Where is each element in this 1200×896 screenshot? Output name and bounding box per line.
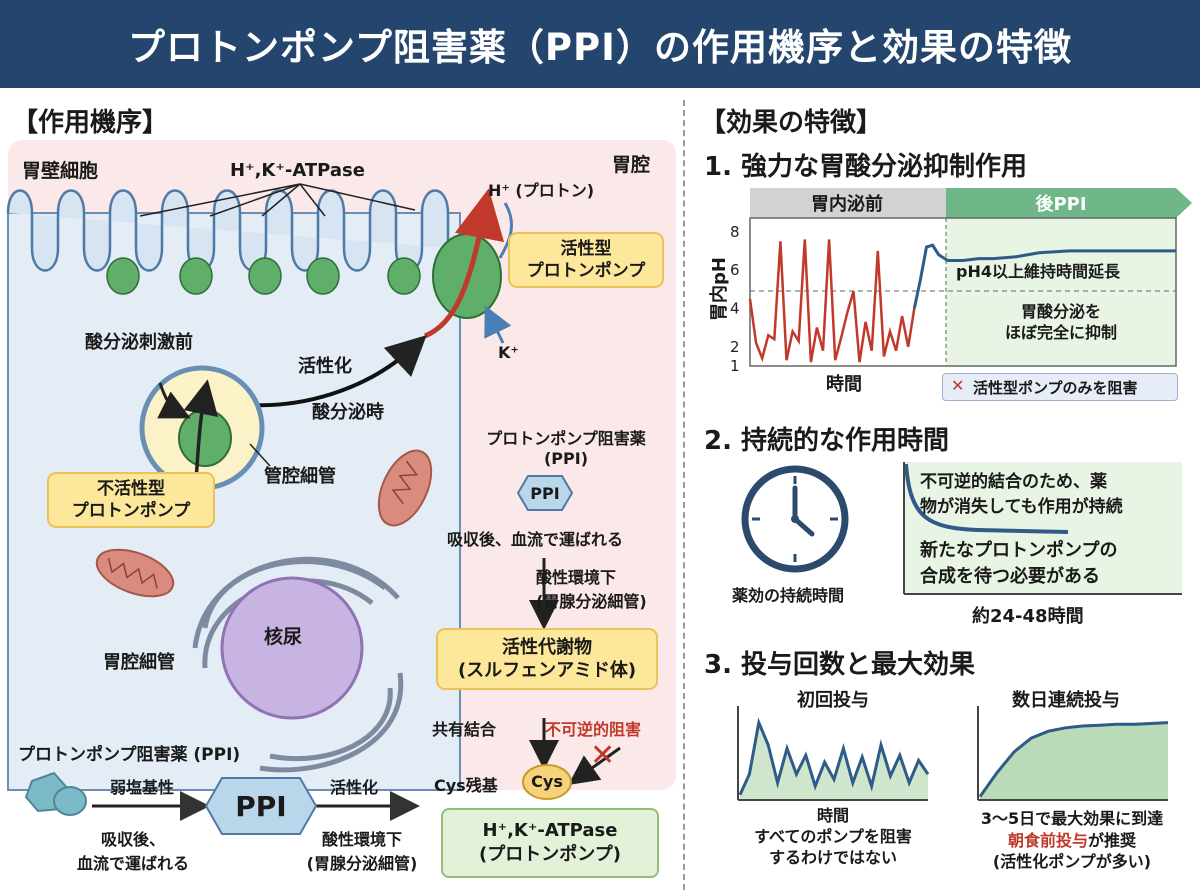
irreversible-note: 不可逆的結合のため、薬物が消失しても作用が持続	[920, 472, 1123, 517]
nucleus-label: 核尿	[264, 626, 303, 648]
heading-2: 2. 持続的な作用時間	[704, 426, 950, 456]
absorbed2-label: 吸収後、血流で運ばれる	[76, 830, 189, 873]
effects-section-title: 【効果の特徴】	[700, 108, 883, 138]
enzyme-box: H⁺,K⁺-ATPase(プロトンポンプ)	[441, 808, 659, 878]
only-active-text: 活性型ポンプのみを阻害	[973, 379, 1138, 397]
mitochondria	[95, 449, 433, 598]
before-label: 胃内泌前	[811, 194, 883, 215]
acid-environment-label: 酸性環境下(胃腺分泌細管)	[536, 568, 647, 611]
first-dose-title: 初回投与	[797, 690, 869, 711]
multi-dose-title: 数日連続投与	[1012, 690, 1120, 711]
duration-chart	[903, 462, 1182, 595]
mechanism-illustration	[6, 140, 676, 835]
ppi-big-text: PPI	[235, 790, 287, 823]
cys-residue-label: Cys残基	[434, 776, 498, 795]
absorbed-label: 吸収後、血流で運ばれる	[447, 530, 624, 549]
nucleus	[220, 576, 364, 720]
new-pump-note: 新たなプロトンポンプの合成を待つ必要がある	[920, 540, 1118, 588]
ppi-hex-text: PPI	[530, 484, 560, 503]
weak-base-label: 弱塩基性	[110, 778, 175, 797]
k-ion-arrow	[484, 305, 512, 344]
membrane-pumps	[106, 257, 421, 295]
heading-3: 3. 投与回数と最大効果	[704, 650, 976, 680]
series-blue-line	[912, 243, 1176, 309]
after-area	[946, 218, 1176, 366]
k-ion-label: K⁺	[498, 343, 519, 362]
only-active-box: ✕ 活性型ポンプのみを阻害	[942, 373, 1178, 401]
first-dose-chart	[737, 706, 930, 801]
endoplasmic-reticulum	[192, 556, 404, 773]
ph4-note: pH4以上維持時間延長	[956, 262, 1120, 281]
suppression-note: 胃酸分泌をほぼ完全に抑制	[1004, 302, 1117, 342]
lumen-tubule-label: 胃腔細管	[103, 652, 175, 673]
drug-pill	[24, 771, 87, 816]
inactive-pump-label: 不活性型プロトンポンプ	[47, 472, 215, 528]
lumen-label: 胃腔	[612, 154, 651, 176]
atpase-pointer-lines	[139, 183, 416, 217]
x-axis-label: 時間	[826, 374, 862, 395]
page-title: プロトンポンプ阻害薬（PPI）の作用機序と効果の特徴	[128, 26, 1072, 69]
active-metabolite-box: 活性代謝物(スルフェンアミド体)	[436, 628, 658, 690]
series-red-line	[748, 239, 916, 363]
active-pump-label: 活性型プロトンポンプ	[508, 232, 664, 288]
clock-caption: 薬効の持続時間	[732, 586, 845, 605]
bottom-ppi-title: プロトンポンプ阻害薬 (PPI)	[18, 745, 241, 765]
activate-label: 活性化	[330, 778, 379, 797]
atpase-label: H⁺,K⁺-ATPase	[230, 160, 365, 181]
ppi-drug-label: プロトンポンプ阻害薬(PPI)	[486, 429, 646, 468]
activation-label: 活性化	[298, 356, 352, 377]
ppi-hexagon-big	[204, 777, 318, 835]
first-dose-caption: 時間 すべてのポンプを阻害 するわけではない	[754, 806, 912, 867]
acid-env2-label: 酸性環境下(胃腺分泌細管)	[306, 830, 418, 873]
covalent-bond-label: 共有結合	[432, 720, 497, 739]
ppi-hexagon-small	[516, 475, 574, 511]
acid-secretion-label: 酸分泌時	[312, 402, 384, 423]
cross-icon: ✕	[951, 376, 965, 395]
y-axis-label: 胃内pH	[708, 257, 730, 321]
recommend-highlight: 朝食前投与	[1007, 830, 1088, 850]
y-tick-label: 4	[730, 299, 740, 317]
cys-text: Cys	[531, 772, 563, 791]
proton-label: H⁺ (プロトン)	[488, 181, 595, 200]
proton-arrow	[423, 188, 505, 339]
cys-circle	[522, 764, 572, 800]
microvilli	[6, 189, 450, 272]
ph-chart: 12 4 6 8	[730, 188, 1192, 375]
multi-dose-chart	[977, 706, 1169, 801]
clock-icon	[741, 465, 849, 573]
duration-label: 約24-48時間	[972, 606, 1084, 627]
before-stimulus-label: 酸分泌刺激前	[85, 332, 193, 353]
irreversible-label: 不可逆的阻害	[545, 720, 642, 739]
y-tick-label: 1	[730, 357, 740, 375]
after-label: 後PPI	[1035, 194, 1087, 215]
header-bar: プロトンポンプ阻害薬（PPI）の作用機序と効果の特徴	[0, 0, 1200, 88]
y-tick-label: 2	[730, 338, 740, 356]
cross-mark-icon: ✕	[590, 738, 616, 773]
mechanism-section-title: 【作用機序】	[12, 108, 169, 138]
y-tick-label: 8	[730, 223, 740, 241]
multi-dose-caption: 3〜5日で最大効果に到達 朝食前投与が推奨 (活性化ポンプが多い)	[980, 809, 1164, 872]
inactive-pump	[178, 409, 232, 467]
after-band	[946, 188, 1192, 218]
heading-1: 1. 強力な胃酸分泌抑制作用	[704, 152, 1028, 182]
y-tick-label: 6	[730, 261, 740, 279]
parietal-cell-label: 胃壁細胞	[22, 160, 99, 182]
canaliculus-label: 管腔細管	[264, 466, 336, 487]
panel-divider	[683, 100, 685, 890]
before-band	[750, 188, 946, 218]
